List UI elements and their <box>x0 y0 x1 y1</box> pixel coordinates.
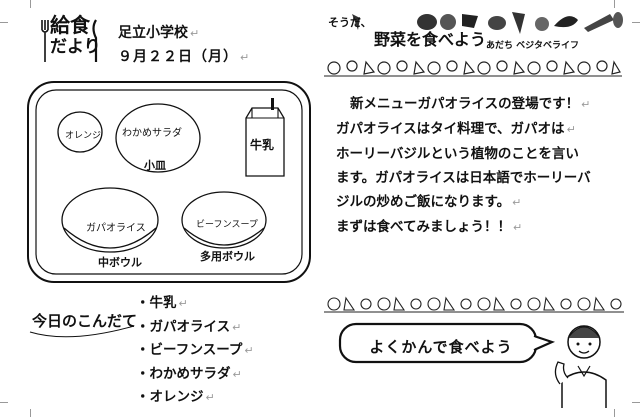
issue-date: ９月２２日（月）↵ <box>118 49 251 65</box>
chew-well-illustration <box>324 296 624 408</box>
crop-mark <box>0 22 8 23</box>
return-mark: ↵ <box>240 51 251 64</box>
medium-bowl-label: 中ボウル <box>98 256 142 269</box>
banner-title: 野菜を食べよう <box>374 30 487 49</box>
gapao-label: ガパオライス <box>86 223 146 234</box>
article-line: ホーリーバジルという植物のことを言い <box>336 146 579 162</box>
crop-mark <box>614 0 615 8</box>
return-mark: ↵ <box>512 221 523 234</box>
menu-item: ・牛乳↵ <box>136 295 188 311</box>
crop-mark <box>0 402 8 403</box>
crop-mark <box>632 402 640 403</box>
return-mark: ↵ <box>581 98 591 111</box>
menu-item: ・ビーフンスープ↵ <box>136 342 254 358</box>
return-mark: ↵ <box>512 196 522 209</box>
crop-mark <box>30 409 31 417</box>
return-mark: ↵ <box>232 367 242 381</box>
article-line: ます。ガパオライスは日本語でホーリーバ <box>336 170 591 186</box>
crop-mark <box>614 409 615 417</box>
article-line: ジルの炒めご飯になります。↵ <box>336 194 522 210</box>
return-mark: ↵ <box>566 123 576 136</box>
article-line: まずは食べてみましょう！！↵ <box>336 219 523 235</box>
article-text: 新メニューガパオライスの登場です！↵ ガパオライスはタイ料理で、ガパオは↵ ホー… <box>336 92 624 240</box>
menu-heading-logo: 今日のこんだて <box>29 312 136 338</box>
return-mark: ↵ <box>205 391 215 404</box>
return-mark: ↵ <box>178 297 188 310</box>
multi-bowl-label: 多用ボウル <box>200 250 255 263</box>
crop-mark <box>30 0 31 8</box>
crop-mark <box>632 22 640 23</box>
banner-subtitle: あだち ベジタベライフ <box>486 41 579 51</box>
return-mark: ↵ <box>190 27 200 40</box>
banner-lead: そうだ、 <box>328 16 372 29</box>
vegetable-banner-illustration <box>324 12 623 77</box>
menu-item: ・ガパオライス↵ <box>136 318 242 335</box>
menu-list: ・牛乳↵ ・ガパオライス↵ ・ビーフンスープ↵ ・わかめサラダ↵ ・オレンジ↵ <box>136 292 254 410</box>
menu-item: ・わかめサラダ↵ <box>136 365 242 382</box>
soup-label: ビーフンスープ <box>196 220 258 230</box>
orange-label: オレンジ <box>65 131 102 141</box>
newsletter-logo: 給食 だより <box>50 14 101 58</box>
salad-label: わかめサラダ <box>122 128 182 139</box>
menu-item: ・オレンジ↵ <box>136 389 215 405</box>
logo-line1: 給食 <box>50 13 90 37</box>
chew-message: よくかんで食べよう <box>369 338 513 356</box>
milk-label: 牛乳 <box>250 138 275 152</box>
small-plate-label: 小皿 <box>144 159 166 172</box>
school-name: 足立小学校↵ <box>118 25 200 41</box>
return-mark: ↵ <box>232 320 242 334</box>
lunch-tray-diagram: オレンジ わかめサラダ 小皿 牛乳 ガパオライス 中ボウル ビーフンスープ 多用… <box>24 78 314 288</box>
return-mark: ↵ <box>244 344 254 357</box>
tray-illustration <box>27 81 311 283</box>
fork-knife-icon <box>41 19 98 62</box>
article-line: 新メニューガパオライスの登場です！↵ <box>350 96 591 112</box>
article-line: ガパオライスはタイ料理で、ガパオは↵ <box>336 121 576 137</box>
logo-line2: だより <box>50 37 101 57</box>
menu-heading: 今日のこんだて <box>31 312 136 330</box>
